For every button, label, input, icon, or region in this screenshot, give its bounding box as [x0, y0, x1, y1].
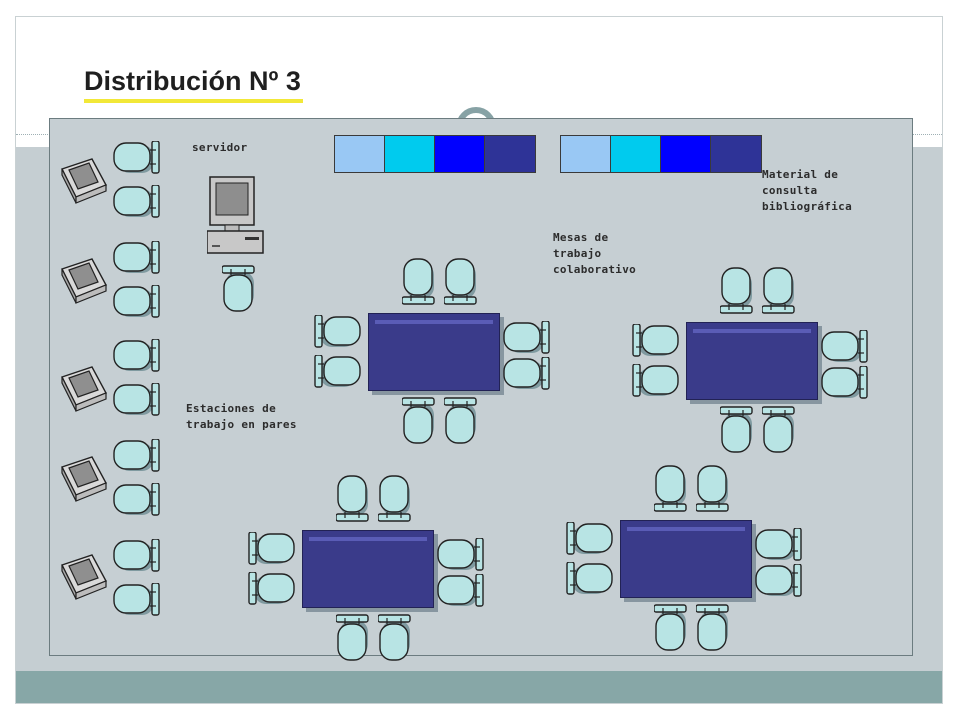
chair-icon [628, 363, 680, 405]
computer-icon [58, 255, 110, 310]
computer-icon [58, 155, 110, 210]
chair-icon [310, 354, 362, 396]
chair-icon [761, 402, 798, 459]
chair-icon [112, 538, 164, 580]
collaborative-table [302, 530, 434, 608]
chair-icon [562, 561, 614, 603]
chair-icon [244, 531, 296, 573]
bookshelf-2 [560, 135, 762, 173]
chair-icon [820, 329, 872, 371]
shelf-section [561, 136, 611, 172]
chair-icon [112, 382, 164, 424]
estaciones-label: Estaciones de trabajo en pares [186, 402, 297, 431]
chair-icon [377, 474, 414, 531]
chair-icon [335, 474, 372, 531]
chair-icon [754, 563, 806, 605]
chair-icon [820, 365, 872, 407]
server-label: servidor [192, 141, 248, 154]
computer-icon [58, 363, 110, 418]
chair-icon [401, 393, 438, 450]
shelf-section [661, 136, 711, 172]
chair-icon [562, 521, 614, 563]
chair-icon [695, 464, 732, 521]
material-label: Material de consulta bibliográfica [762, 168, 852, 213]
computer-icon [58, 551, 110, 606]
chair-icon [443, 393, 480, 450]
shelf-section [385, 136, 435, 172]
chair-icon [221, 261, 258, 318]
chair-icon [244, 571, 296, 613]
chair-icon [761, 266, 798, 323]
chair-icon [112, 284, 164, 326]
collaborative-table [368, 313, 500, 391]
mesas-label: Mesas de trabajo colaborativo [553, 231, 637, 276]
footer-bar [16, 671, 942, 703]
chair-icon [719, 402, 756, 459]
chair-icon [443, 257, 480, 314]
chair-icon [502, 356, 554, 398]
chair-icon [112, 438, 164, 480]
chair-icon [719, 266, 756, 323]
chair-icon [653, 600, 690, 657]
chair-icon [436, 573, 488, 615]
shelf-section [335, 136, 385, 172]
chair-icon [112, 184, 164, 226]
chair-icon [653, 464, 690, 521]
collaborative-table [620, 520, 752, 598]
chair-icon [754, 527, 806, 569]
chair-icon [112, 240, 164, 282]
shelf-section [711, 136, 761, 172]
chair-icon [112, 482, 164, 524]
shelf-section [611, 136, 661, 172]
chair-icon [502, 320, 554, 362]
chair-icon [436, 537, 488, 579]
shelf-section [435, 136, 485, 172]
chair-icon [310, 314, 362, 356]
slide-title: Distribución Nº 3 [84, 65, 303, 103]
chair-icon [628, 323, 680, 365]
chair-icon [401, 257, 438, 314]
chair-icon [112, 582, 164, 624]
floor-plan: servidor Material de consulta bibliográf… [49, 118, 913, 661]
chair-icon [695, 600, 732, 657]
chair-icon [112, 140, 164, 182]
chair-icon [112, 338, 164, 380]
slide: Distribución Nº 3 servidor Material de c… [15, 16, 943, 704]
chair-icon [335, 610, 372, 667]
collaborative-table [686, 322, 818, 400]
bookshelf-1 [334, 135, 536, 173]
server-computer-icon [206, 175, 267, 264]
computer-icon [58, 453, 110, 508]
shelf-section [485, 136, 535, 172]
chair-icon [377, 610, 414, 667]
